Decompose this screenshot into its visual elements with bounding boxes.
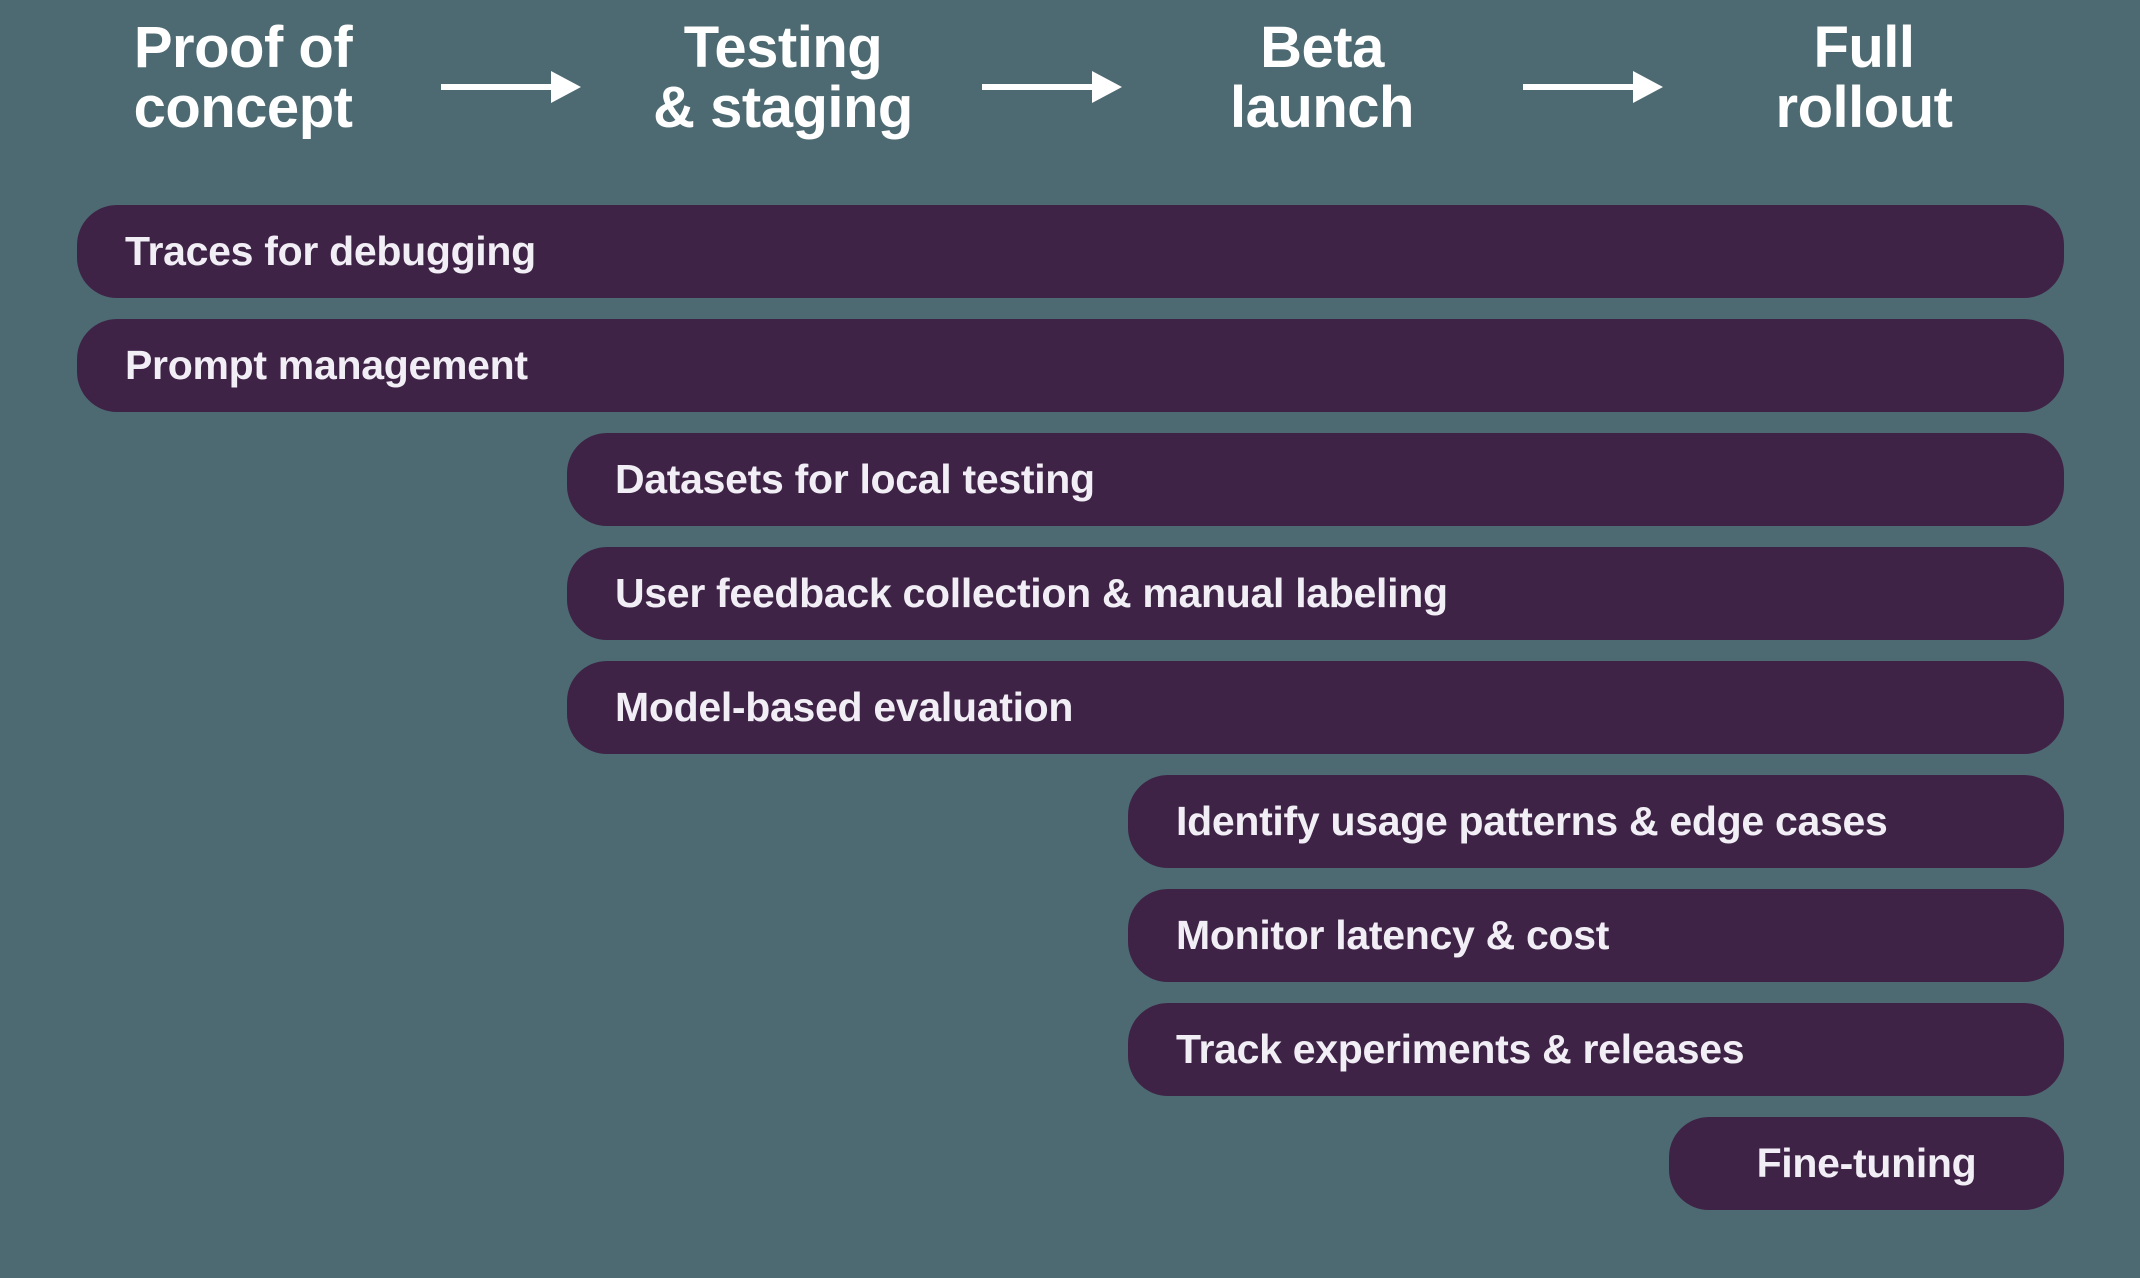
bar-track-experiments-releases: Track experiments & releases	[1128, 1003, 2064, 1096]
bar-label: Identify usage patterns & edge cases	[1176, 798, 1888, 844]
bar-label: Traces for debugging	[125, 228, 536, 274]
stage-label-full-rollout: Full rollout	[1776, 18, 1953, 138]
bar-datasets-for-local-testing: Datasets for local testing	[567, 433, 2064, 526]
stage-line: & staging	[653, 75, 913, 140]
stage-line: launch	[1230, 75, 1414, 140]
stage-line: concept	[133, 75, 353, 140]
bar-identify-usage-patterns: Identify usage patterns & edge cases	[1128, 775, 2064, 868]
stage-label-testing-staging: Testing & staging	[653, 18, 913, 138]
bar-prompt-management: Prompt management	[77, 319, 2064, 412]
arrow-right-icon	[982, 71, 1122, 103]
bar-user-feedback-collection: User feedback collection & manual labeli…	[567, 547, 2064, 640]
stage-label-proof-of-concept: Proof of concept	[134, 18, 353, 138]
stage-line: rollout	[1775, 75, 1953, 140]
bar-label: Track experiments & releases	[1176, 1026, 1745, 1072]
stage-line: Proof of	[133, 15, 353, 80]
bar-label: Monitor latency & cost	[1176, 912, 1610, 958]
bar-label: Fine-tuning	[1756, 1140, 1977, 1186]
bar-fine-tuning: Fine-tuning	[1669, 1117, 2064, 1210]
bar-label: Model-based evaluation	[615, 684, 1074, 730]
bar-label: User feedback collection & manual labeli…	[615, 570, 1448, 616]
stage-label-beta-launch: Beta launch	[1230, 18, 1414, 138]
arrow-right-icon	[1523, 71, 1663, 103]
bar-label: Prompt management	[125, 342, 528, 388]
arrow-right-icon	[441, 71, 581, 103]
bar-traces-for-debugging: Traces for debugging	[77, 205, 2064, 298]
bar-model-based-evaluation: Model-based evaluation	[567, 661, 2064, 754]
bar-label: Datasets for local testing	[615, 456, 1095, 502]
stage-line: Beta	[1260, 15, 1384, 80]
stage-line: Full	[1813, 15, 1915, 80]
bar-monitor-latency-cost: Monitor latency & cost	[1128, 889, 2064, 982]
stage-line: Testing	[683, 15, 883, 80]
